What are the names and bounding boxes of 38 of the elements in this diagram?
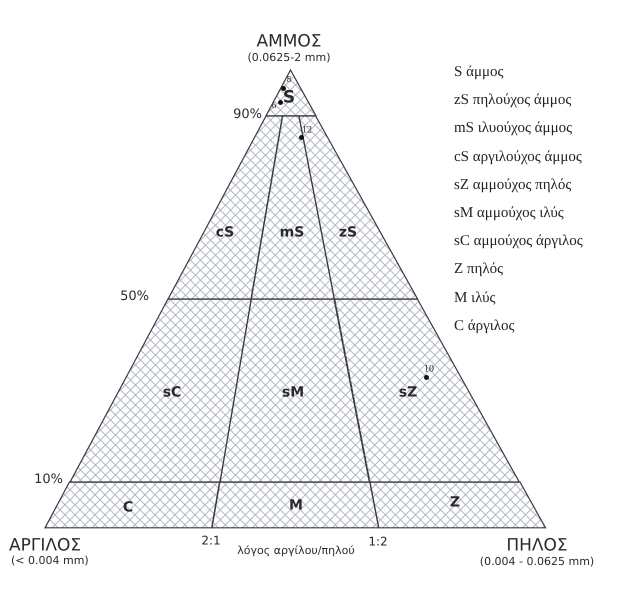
percent-tick-label: 10% [34, 472, 63, 488]
grain-size-range: (0.004 - 0.0625 mm) [480, 556, 594, 568]
region-label: sZ [398, 385, 418, 401]
endmember-label: ΠΗΛΟΣ [506, 536, 568, 556]
region-label: M [289, 498, 303, 514]
endmember-label: ΑΜΜΟΣ [256, 32, 322, 52]
legend-entry: sM αμμούχος ιλύς [454, 204, 564, 222]
legend-entry: cS αργιλούχος άμμος [454, 148, 582, 165]
percent-tick-label: 90% [233, 108, 262, 122]
region-label: mS [280, 225, 304, 241]
point-number: 6 [272, 101, 276, 111]
grain-size-range: (< 0.004 mm) [11, 554, 89, 568]
axis-title: λόγος αργίλου/πηλού [237, 544, 355, 558]
ratio-tick-label: 1:2 [368, 535, 388, 549]
point-number: 8 [286, 75, 292, 85]
region-label: S [282, 88, 296, 108]
legend-entry: S άμμος [454, 64, 504, 80]
region-label: cS [216, 225, 234, 241]
point-number: 12 [302, 124, 312, 136]
region-label: C [122, 500, 134, 516]
region-label: zS [338, 225, 358, 241]
legend-entry: Z πηλός [454, 261, 504, 278]
percent-tick-label: 50% [120, 290, 149, 304]
endmember-label: ΑΡΓΙΛΟΣ [9, 536, 82, 556]
hatched-region [212, 482, 378, 528]
legend-entry: M ιλύς [454, 289, 496, 306]
ratio-tick-label: 2:1 [201, 534, 221, 548]
legend-entry: sC αμμούχος άργιλος [454, 232, 583, 250]
region-label: sM [282, 385, 304, 401]
hatched-region [220, 299, 370, 482]
legend-entry: C άργιλος [454, 318, 514, 334]
legend-entry: sZ αμμούχος πηλός [454, 176, 572, 194]
point-number: 10 [424, 364, 434, 374]
region-label: sC [162, 385, 182, 401]
grain-size-range: (0.0625-2 mm) [248, 52, 330, 64]
legend-entry: zS πηλούχος άμμος [454, 92, 572, 108]
region-label: Z [450, 495, 460, 511]
legend-entry: mS ιλυούχος άμμος [454, 120, 572, 137]
